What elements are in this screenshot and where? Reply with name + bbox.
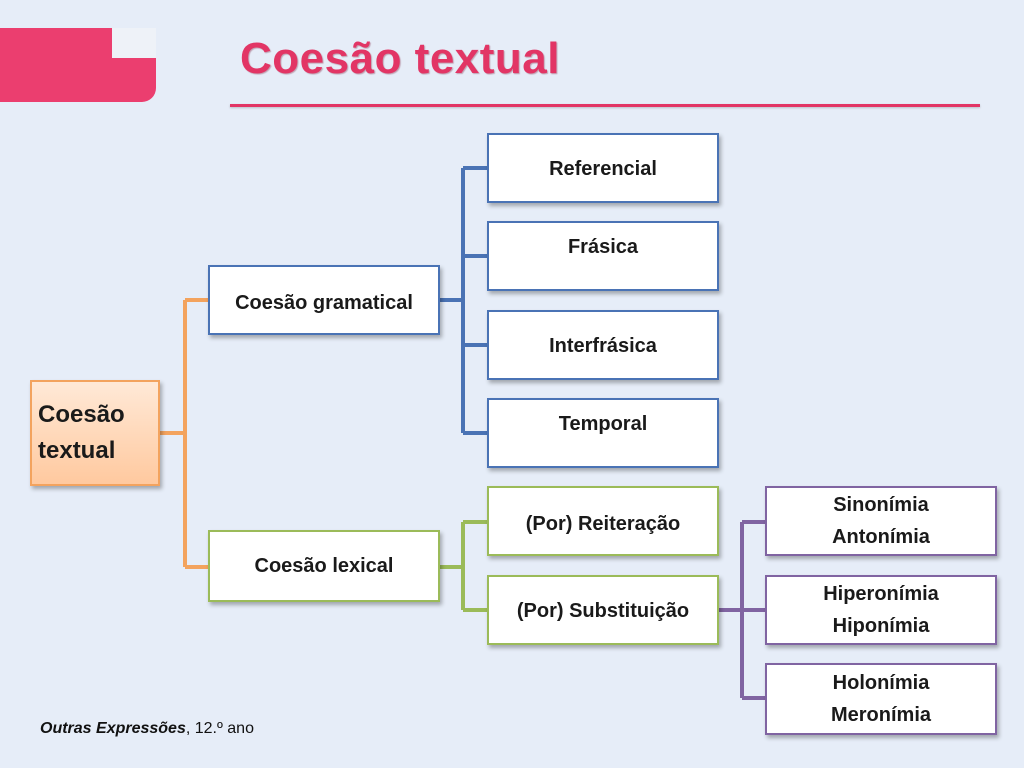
substituicao-connectors <box>718 520 765 700</box>
node-coesao-gramatical: Coesão gramatical <box>208 265 440 335</box>
node-interfrasica: Interfrásica <box>487 310 719 380</box>
node-frasica-label: Frásica <box>567 236 639 258</box>
node-temporal-label: Temporal <box>558 413 648 435</box>
node-interfrasica-label: Interfrásica <box>549 335 657 357</box>
node-por-reiteracao-label: (Por) Reiteração <box>525 513 681 535</box>
slide-title: Coesão textual <box>240 34 560 83</box>
title-underline <box>230 104 980 107</box>
root-connectors <box>160 298 208 569</box>
node-holonimia-meronimia-label: Holonímia Meronímia <box>830 672 932 726</box>
node-sinonimia-antonimia: Sinonímia Antonímia <box>765 486 997 556</box>
node-frasica: Frásica <box>487 221 719 291</box>
node-hiperonimia-hiponimia: Hiperonímia Hiponímia <box>765 575 997 645</box>
footer-source: Outras Expressões, 12.º ano <box>40 720 254 738</box>
node-holonimia-meronimia: Holonímia Meronímia <box>765 663 997 735</box>
node-hiperonimia-hiponimia-label: Hiperonímia Hiponímia <box>823 583 939 637</box>
gramatical-connectors <box>440 166 487 435</box>
node-coesao-lexical: Coesão lexical <box>208 530 440 602</box>
node-por-substituicao: (Por) Substituição <box>487 575 719 645</box>
footer-book-title: Outras Expressões <box>40 720 186 737</box>
node-sinonimia-antonimia-label: Sinonímia Antonímia <box>832 494 930 548</box>
node-por-reiteracao: (Por) Reiteração <box>487 486 719 556</box>
corner-decoration-notch <box>112 28 156 58</box>
root-node-label: Coesão textual <box>38 401 125 464</box>
node-coesao-lexical-label: Coesão lexical <box>254 555 394 577</box>
footer-grade: , 12.º ano <box>185 720 254 737</box>
node-referencial: Referencial <box>487 133 719 203</box>
root-node: Coesão textual <box>30 380 160 486</box>
lexical-connectors <box>440 520 487 612</box>
node-temporal: Temporal <box>487 398 719 468</box>
node-coesao-gramatical-label: Coesão gramatical <box>235 292 413 314</box>
node-referencial-label: Referencial <box>549 158 657 180</box>
node-por-substituicao-label: (Por) Substituição <box>516 600 690 622</box>
